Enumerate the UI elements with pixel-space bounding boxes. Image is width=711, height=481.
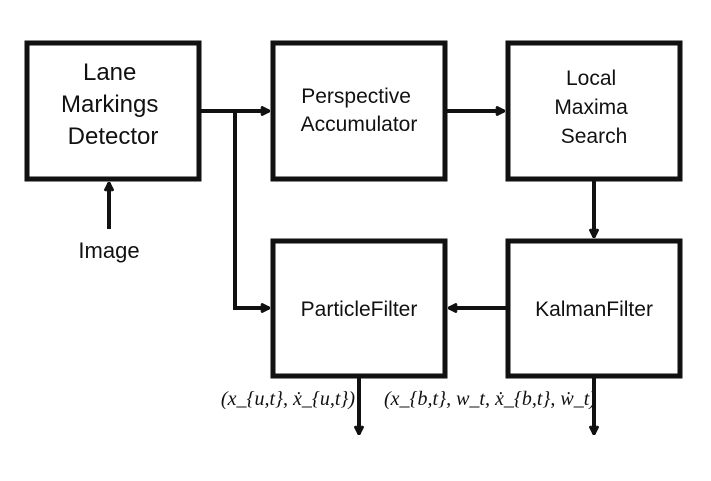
local-maxima-line-3: Search bbox=[561, 125, 628, 148]
perspective-line-1: Perspective bbox=[301, 85, 411, 108]
block-perspective-accumulator: Perspective Accumulator bbox=[270, 40, 448, 182]
kalman-filter-label: KalmanFilter bbox=[535, 298, 653, 321]
lane-detector-line-2: Markings bbox=[61, 91, 158, 118]
svg-text:Perspective Accumulator: Perspective Accumulator bbox=[301, 85, 418, 136]
local-maxima-line-2: Maxima bbox=[554, 96, 628, 119]
image-input-label: Image bbox=[78, 238, 139, 263]
lane-detector-line-1: Lane bbox=[83, 59, 136, 86]
lane-detector-line-3: Detector bbox=[68, 123, 159, 150]
kalman-filter-output-label: (x_{b,t}, w_t, ẋ_{b,t}, ẇ_t) bbox=[384, 388, 596, 410]
svg-text:Lane Markings Dete: Lane Markings Detector bbox=[61, 59, 165, 150]
svg-text:Local Maxima Searc: Local Maxima Search bbox=[554, 67, 633, 148]
particle-filter-output-label: (x_{u,t}, ẋ_{u,t}) bbox=[221, 388, 356, 410]
connectors bbox=[109, 111, 594, 434]
particle-filter-label: ParticleFilter bbox=[301, 298, 418, 321]
perspective-line-2: Accumulator bbox=[301, 113, 418, 136]
block-lane-markings-detector: Lane Markings Detector bbox=[24, 40, 202, 182]
svg-text:ParticleFilter: ParticleFilter bbox=[301, 298, 418, 321]
block-particle-filter: ParticleFilter bbox=[270, 238, 448, 379]
block-local-maxima-search: Local Maxima Search bbox=[505, 40, 683, 182]
svg-text:KalmanFilter: KalmanFilter bbox=[535, 298, 653, 321]
local-maxima-line-1: Local bbox=[566, 67, 616, 90]
arrow-detector-to-particle-filter bbox=[233, 111, 269, 308]
block-kalman-filter: KalmanFilter bbox=[505, 238, 683, 379]
